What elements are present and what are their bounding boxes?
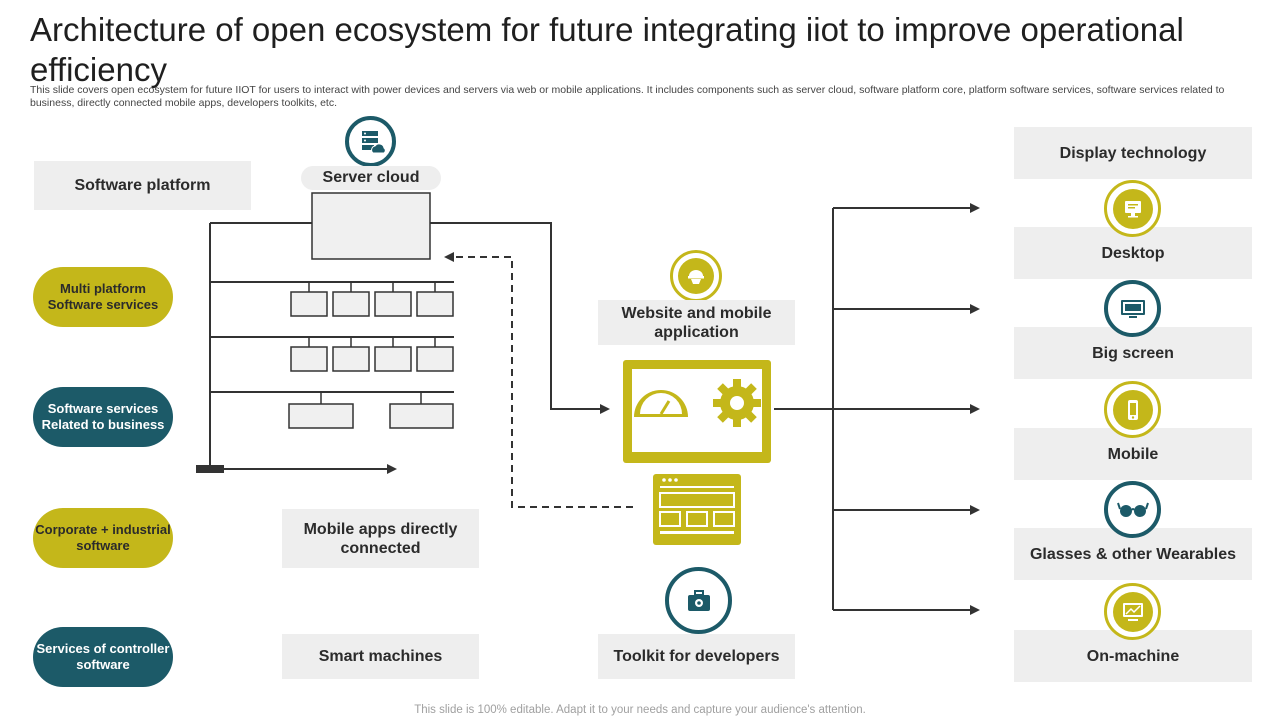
corporate-software-pill: Corporate + industrial software xyxy=(33,508,173,568)
server-cloud-icon xyxy=(345,116,396,167)
desktop-icon xyxy=(1104,180,1161,237)
footer-note: This slide is 100% editable. Adapt it to… xyxy=(414,704,866,716)
display-technology-label: Display technology xyxy=(1014,127,1252,179)
module-box xyxy=(389,403,454,429)
mobile-apps-label: Mobile apps directly connected xyxy=(282,509,479,568)
big-screen-icon xyxy=(1104,280,1161,337)
toolkit-icon xyxy=(665,567,732,634)
module-box xyxy=(374,346,412,372)
app-window-icon xyxy=(653,474,741,545)
website-app-label: Website and mobile application xyxy=(598,300,795,345)
toolkit-label: Toolkit for developers xyxy=(598,634,795,679)
module-box xyxy=(416,346,454,372)
glasses-icon xyxy=(1104,481,1161,538)
module-box xyxy=(416,291,454,317)
monitor-icon xyxy=(623,360,771,463)
server-cloud-label: Server cloud xyxy=(301,166,441,190)
page-subtitle: This slide covers open ecosystem for fut… xyxy=(30,84,1225,109)
module-box xyxy=(332,346,370,372)
module-box xyxy=(332,291,370,317)
business-services-pill: Software services Related to business xyxy=(33,387,173,447)
mobile-icon xyxy=(1104,381,1161,438)
software-platform-label: Software platform xyxy=(34,161,251,210)
page-title: Architecture of open ecosystem for futur… xyxy=(30,11,1184,88)
multi-platform-pill: Multi platform Software services xyxy=(33,267,173,327)
website-app-icon xyxy=(670,250,722,302)
module-box xyxy=(374,291,412,317)
module-box xyxy=(290,291,328,317)
controller-software-pill: Services of controller software xyxy=(33,627,173,687)
on-machine-icon xyxy=(1104,583,1161,640)
module-box xyxy=(288,403,354,429)
server-box xyxy=(311,192,431,260)
bus-bar xyxy=(196,465,224,473)
module-box xyxy=(290,346,328,372)
smart-machines-label: Smart machines xyxy=(282,634,479,679)
